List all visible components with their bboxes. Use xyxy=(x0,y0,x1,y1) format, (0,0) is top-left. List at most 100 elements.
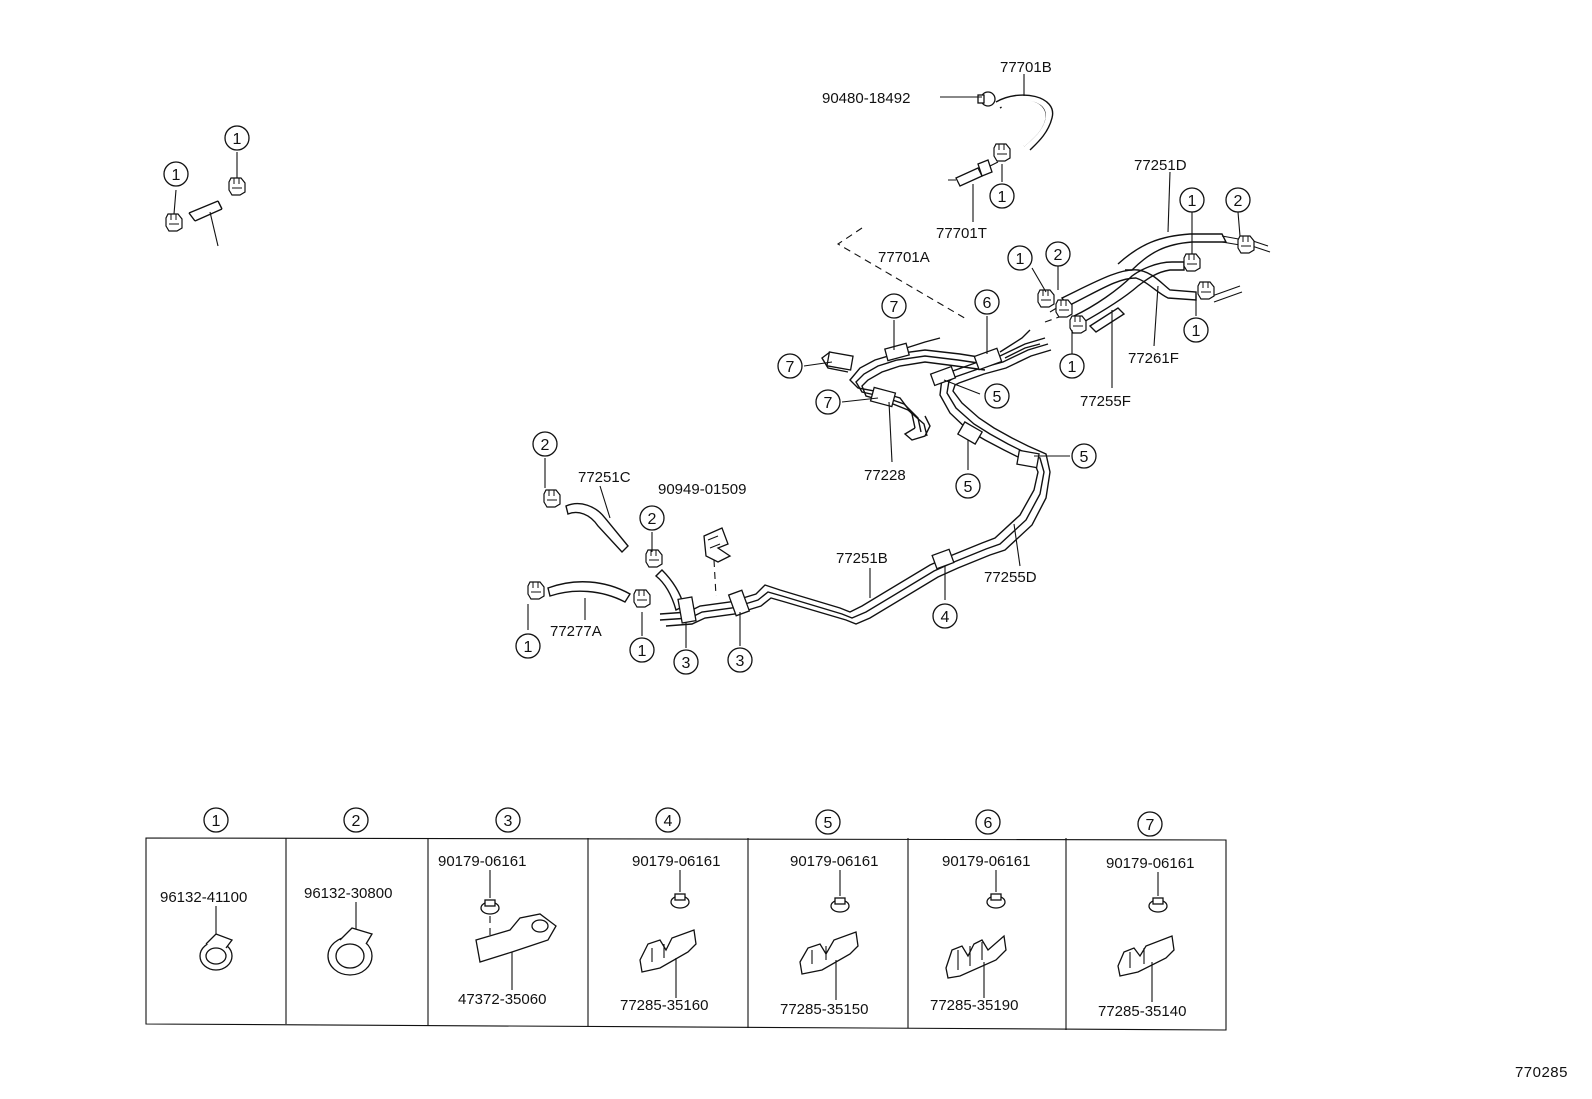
svg-text:7: 7 xyxy=(890,299,899,316)
bolt-icon xyxy=(670,893,690,909)
ref-marker-2: 2 xyxy=(1225,187,1251,213)
ref-marker-7: 7 xyxy=(815,389,841,415)
cell-7-bolt: 90179-06161 xyxy=(1106,855,1194,872)
cell-7-part: 77285-35140 xyxy=(1098,1003,1186,1020)
cell-4-bolt: 90179-06161 xyxy=(632,853,720,870)
svg-text:2: 2 xyxy=(648,511,657,528)
svg-text:1: 1 xyxy=(212,813,221,830)
label-77701T: 77701T xyxy=(936,225,987,242)
label-77251C: 77251C xyxy=(578,469,631,486)
svg-text:1: 1 xyxy=(638,643,647,660)
svg-text:2: 2 xyxy=(1054,247,1063,264)
diagram-code: 770285 xyxy=(1514,1064,1568,1081)
bolt-icon xyxy=(480,899,500,915)
label-90480-18492: 90480-18492 xyxy=(822,90,910,107)
cell-6-part: 77285-35190 xyxy=(930,997,1018,1014)
svg-text:1: 1 xyxy=(524,639,533,656)
pipe-clamp-icon xyxy=(945,934,1007,979)
hose-clip-icon xyxy=(199,933,234,971)
reference-markers: 1 1 1 1 1 1 1 1 1 2 2 2 2 3 3 4 5 5 5 6 … xyxy=(163,125,1251,675)
leader-lines xyxy=(173,74,1241,648)
ref-marker-5: 5 xyxy=(1071,443,1097,469)
svg-text:5: 5 xyxy=(824,815,833,832)
table-header-ref-7: 7 xyxy=(1137,811,1163,837)
hose-clip-icon xyxy=(327,927,373,976)
bolt-icon xyxy=(1148,897,1168,913)
ref-marker-2: 2 xyxy=(1045,241,1071,267)
label-90949-01509: 90949-01509 xyxy=(658,481,746,498)
svg-text:2: 2 xyxy=(1234,193,1243,210)
svg-text:1: 1 xyxy=(172,167,181,184)
label-77701B: 77701B xyxy=(1000,59,1052,76)
svg-text:1: 1 xyxy=(998,189,1007,206)
ref-marker-1: 1 xyxy=(629,637,655,663)
cell-4-part: 77285-35160 xyxy=(620,997,708,1014)
ref-marker-3: 3 xyxy=(673,649,699,675)
ref-marker-4: 4 xyxy=(932,603,958,629)
svg-text:3: 3 xyxy=(682,655,691,672)
ref-marker-1: 1 xyxy=(1059,353,1085,379)
clamp-90949-01509 xyxy=(703,527,732,563)
svg-text:7: 7 xyxy=(786,359,795,376)
ref-marker-2: 2 xyxy=(532,431,558,457)
label-77255D: 77255D xyxy=(984,569,1037,586)
cell-5-bolt: 90179-06161 xyxy=(790,853,878,870)
ref-marker-3: 3 xyxy=(727,647,753,673)
ref-marker-7: 7 xyxy=(777,353,803,379)
table-header-ref-6: 6 xyxy=(975,809,1001,835)
label-77228: 77228 xyxy=(864,467,906,484)
svg-text:5: 5 xyxy=(964,479,973,496)
pipe-clamp-icon xyxy=(639,929,697,973)
table-header-ref-3: 3 xyxy=(495,807,521,833)
svg-text:1: 1 xyxy=(233,131,242,148)
svg-text:1: 1 xyxy=(1188,193,1197,210)
svg-text:2: 2 xyxy=(352,813,361,830)
table-header-ref-1: 1 xyxy=(203,807,229,833)
hoses xyxy=(188,94,1271,612)
svg-text:7: 7 xyxy=(824,395,833,412)
svg-text:3: 3 xyxy=(736,653,745,670)
ref-marker-1: 1 xyxy=(515,633,541,659)
cell-3-bolt: 90179-06161 xyxy=(438,853,526,870)
svg-text:1: 1 xyxy=(1016,251,1025,268)
table-header-ref-5: 5 xyxy=(815,809,841,835)
part-number-labels: 77701B 90480-18492 77701T 77701A 77251D … xyxy=(550,59,1187,640)
ref-marker-7: 7 xyxy=(881,293,907,319)
cell-2-part: 96132-30800 xyxy=(304,885,392,902)
pipe-clamp-icon xyxy=(1117,935,1175,977)
pipe-clamps xyxy=(677,342,1040,624)
label-77277A: 77277A xyxy=(550,623,602,640)
ref-marker-1: 1 xyxy=(989,183,1015,209)
cell-6-bolt: 90179-06161 xyxy=(942,853,1030,870)
table-header-ref-4: 4 xyxy=(655,807,681,833)
label-77255F: 77255F xyxy=(1080,393,1131,410)
label-77701A: 77701A xyxy=(878,249,930,266)
label-77261F: 77261F xyxy=(1128,350,1179,367)
cell-3-part: 47372-35060 xyxy=(458,991,546,1008)
check-valve-77701T xyxy=(948,159,999,187)
ref-marker-5: 5 xyxy=(955,473,981,499)
bolt-90480-18492 xyxy=(977,91,996,107)
svg-text:4: 4 xyxy=(664,813,673,830)
svg-text:5: 5 xyxy=(993,389,1002,406)
label-77251B: 77251B xyxy=(836,550,888,567)
svg-text:4: 4 xyxy=(941,609,950,626)
legend-table: 1 2 3 4 5 6 7 96132-41100 96132-30800 90… xyxy=(145,807,1227,1031)
ref-marker-1: 1 xyxy=(224,125,250,151)
label-77251D: 77251D xyxy=(1134,157,1187,174)
ref-marker-1: 1 xyxy=(1183,317,1209,343)
ref-marker-1: 1 xyxy=(1007,245,1033,271)
ref-marker-6: 6 xyxy=(974,289,1000,315)
bolt-icon xyxy=(830,897,850,913)
svg-text:1: 1 xyxy=(1192,323,1201,340)
table-header-ref-2: 2 xyxy=(343,807,369,833)
cell-1-part: 96132-41100 xyxy=(160,889,247,906)
svg-text:6: 6 xyxy=(983,295,992,312)
svg-text:6: 6 xyxy=(984,815,993,832)
ref-marker-1: 1 xyxy=(1179,187,1205,213)
svg-text:1: 1 xyxy=(1068,359,1077,376)
pipe-clamp-icon xyxy=(475,913,557,963)
pipe-clamp-icon xyxy=(799,931,859,975)
svg-text:7: 7 xyxy=(1146,817,1155,834)
